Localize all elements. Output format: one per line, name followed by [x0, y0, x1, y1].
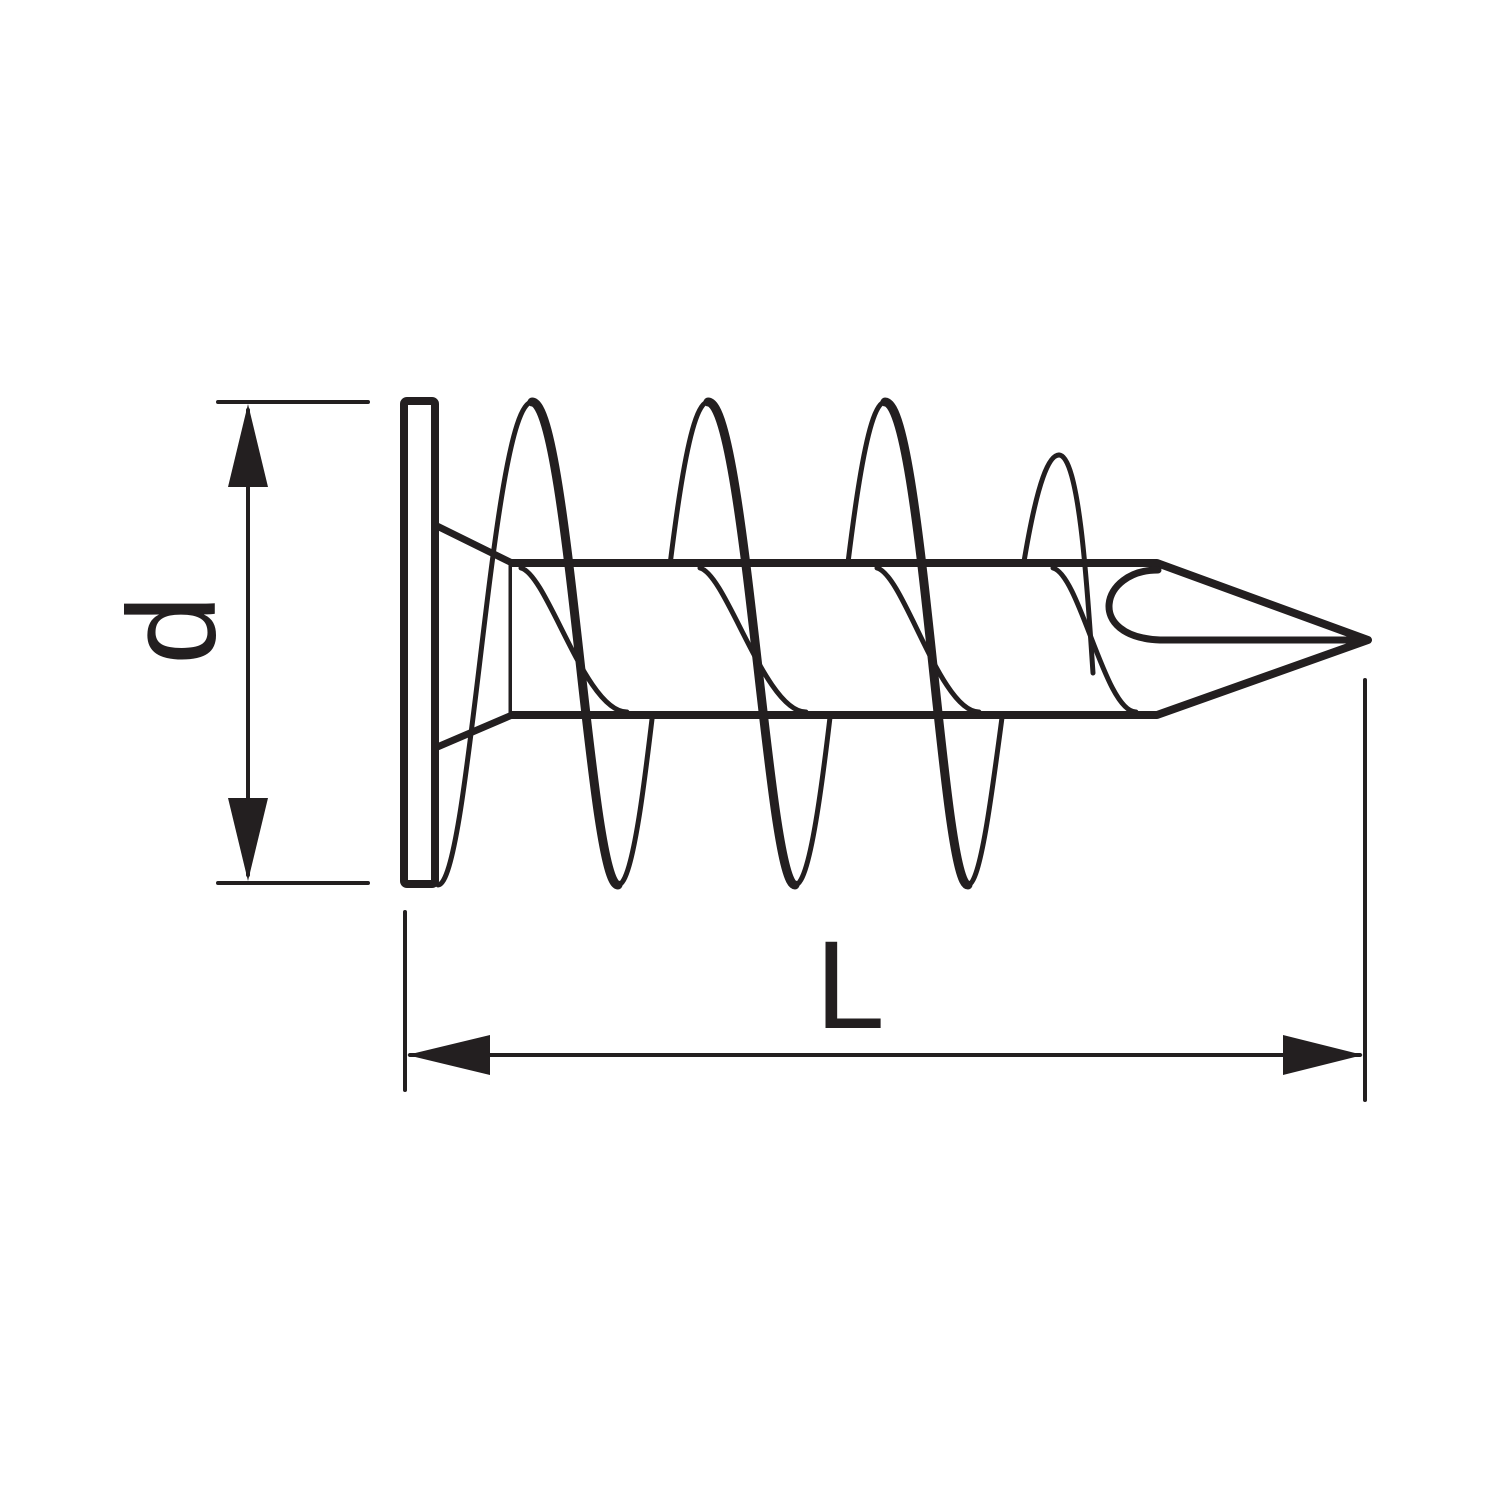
arrow-up-icon: [228, 404, 268, 487]
arrow-left-icon: [407, 1035, 490, 1075]
helix-tip-strand: [1056, 452, 1096, 676]
tip-bevel: [1105, 566, 1369, 644]
arrow-right-icon: [1283, 1035, 1363, 1075]
arrow-down-icon: [228, 798, 268, 881]
helix-front-strands: [527, 397, 973, 890]
screw-head: [400, 397, 439, 888]
label-d: d: [103, 595, 242, 665]
dimension-L: L: [403, 678, 1367, 1102]
screw-shank: [512, 563, 1157, 715]
dimension-d: d: [103, 400, 370, 885]
label-L: L: [815, 916, 885, 1055]
